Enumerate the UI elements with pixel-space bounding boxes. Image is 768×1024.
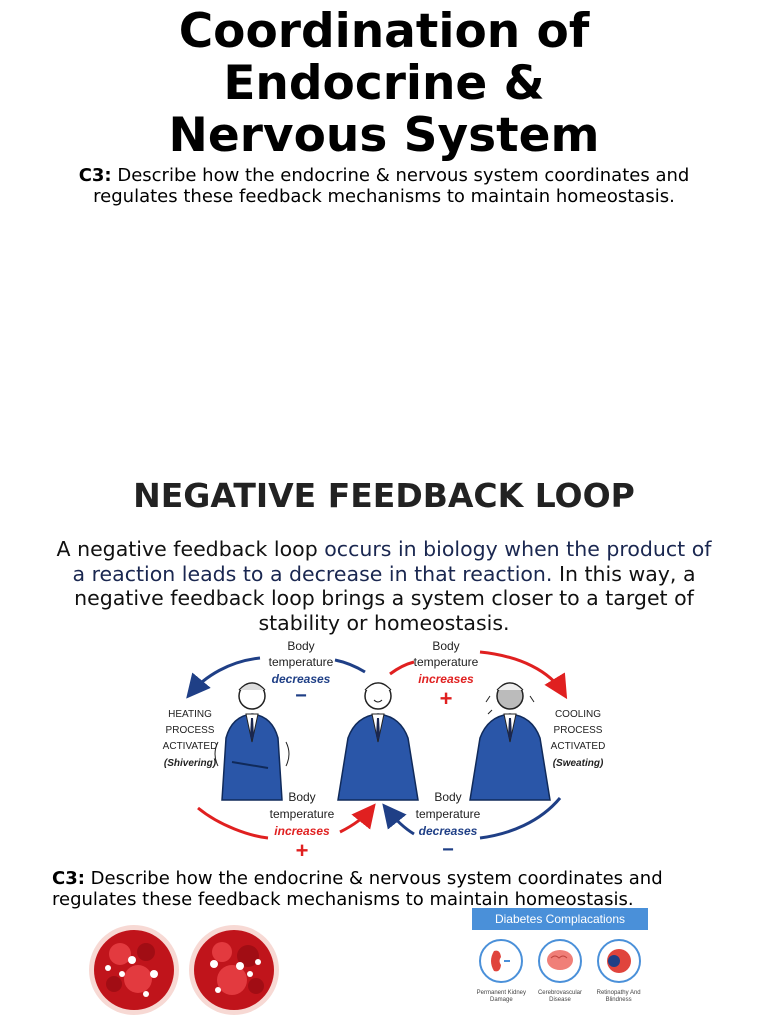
shivering-person-icon (214, 682, 290, 801)
thermoregulation-diagram: Body temperature decreases − Body temper… (163, 639, 606, 862)
brain-icon (537, 939, 582, 983)
bl-line3: increases (274, 824, 330, 838)
heating-line2: PROCESS (166, 725, 215, 736)
definition-part-2: occurs in biology when the product of a … (72, 537, 712, 586)
normal-person-icon (337, 682, 419, 801)
tl-line3: decreases (272, 672, 331, 686)
title-line-2: Endocrine & (223, 56, 545, 111)
page-title: Coordination of Endocrine & Nervous Syst… (0, 6, 768, 162)
objective-bottom-label: C3: (52, 868, 85, 889)
eye-caption: Retinopathy And Blindness (596, 990, 641, 1003)
bl-line2: temperature (270, 807, 335, 821)
br-line2: temperature (416, 807, 481, 821)
eye-icon (596, 939, 641, 983)
objective-text: Describe how the endocrine & nervous sys… (93, 165, 690, 207)
tr-line1: Body (432, 639, 459, 653)
eye-item: Retinopathy And Blindness (591, 938, 647, 1004)
brain-caption: Cerebrovascular Disease (537, 990, 582, 1003)
kidney-caption: Permanent Kidney Damage (476, 990, 527, 1003)
bl-line1: Body (288, 790, 315, 804)
tr-line3: increases (418, 672, 474, 686)
cooling-line3: ACTIVATED (551, 741, 606, 752)
arrow-bottom-left (197, 806, 269, 840)
arrow-bottom-right-end (382, 803, 415, 836)
br-sign: − (442, 839, 454, 861)
arrow-bottom-right (479, 797, 562, 840)
tl-sign: − (295, 685, 307, 707)
tl-line2: temperature (269, 655, 334, 669)
definition-part-3: In this way, a negative feedback loop br… (74, 561, 696, 635)
heating-line4: (Shivering) (164, 758, 217, 769)
definition-part-1: A negative feedback loop (56, 537, 325, 561)
tr-line2: temperature (414, 655, 479, 669)
sweating-person-icon (469, 682, 551, 801)
objective-top: C3: Describe how the endocrine & nervous… (60, 165, 708, 207)
objective-bottom: C3: Describe how the endocrine & nervous… (52, 868, 672, 928)
heating-line1: HEATING (168, 709, 212, 720)
kidney-icon (479, 939, 524, 983)
br-line3: decreases (419, 824, 478, 838)
arrow-top-right-start (389, 660, 415, 676)
bl-sign: + (296, 838, 309, 862)
tr-sign: + (440, 686, 453, 711)
diabetes-card-title: Diabetes Complacations (472, 908, 648, 930)
definition-paragraph: A negative feedback loop occurs in biolo… (50, 537, 718, 635)
title-line-1: Coordination of (178, 4, 590, 59)
objective-label: C3: (78, 165, 112, 186)
diabetes-complications-image: Diabetes Complacations Permanent Kidney … (472, 908, 648, 1024)
cooling-line4: (Sweating) (553, 758, 604, 769)
blood-cells-image (89, 925, 179, 1015)
blood-cells-image-2 (189, 925, 279, 1015)
arrow-top-left (186, 656, 261, 699)
br-line1: Body (434, 790, 461, 804)
cooling-line1: COOLING (555, 709, 601, 720)
brain-item: Cerebrovascular Disease (532, 938, 588, 1004)
cooling-line2: PROCESS (554, 725, 603, 736)
kidney-item: Permanent Kidney Damage (473, 938, 529, 1004)
arrow-bottom-left-end (339, 803, 376, 834)
heating-line3: ACTIVATED (163, 741, 218, 752)
title-line-3: Nervous System (168, 108, 600, 163)
tl-line1: Body (287, 639, 314, 653)
objective-bottom-text: Describe how the endocrine & nervous sys… (52, 868, 663, 910)
arrow-top-left-end (334, 658, 366, 674)
section-heading: NEGATIVE FEEDBACK LOOP (133, 476, 635, 515)
arrow-top-right (479, 650, 568, 700)
